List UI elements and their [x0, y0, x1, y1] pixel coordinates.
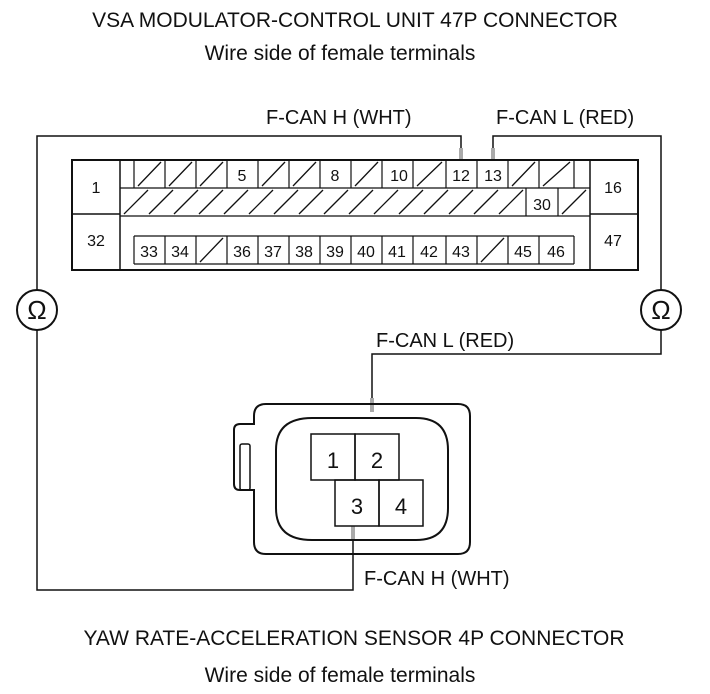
pin-label: 30: [533, 197, 551, 214]
pin-label: 8: [331, 168, 340, 185]
pin-label: 33: [140, 244, 158, 261]
pin-label: 5: [238, 168, 247, 185]
bottom-connector-subtitle: Wire side of female terminals: [205, 664, 476, 687]
pin-label: 16: [604, 180, 622, 197]
sensor-pin-4: 4: [395, 494, 407, 519]
pin-label: 37: [264, 244, 282, 261]
ohm-symbol-left: Ω: [27, 295, 46, 325]
ohm-symbol-right: Ω: [651, 295, 670, 325]
vsa-47p-connector: 1 5 8 10 12 13 16 30 32 33 34 36 37 38 3…: [71, 159, 639, 271]
pin-label: 38: [295, 244, 313, 261]
ohmmeter-left-icon: Ω: [16, 289, 58, 331]
top-connector-title: VSA MODULATOR-CONTROL UNIT 47P CONNECTOR: [92, 9, 618, 32]
sensor-pin-3: 3: [351, 494, 363, 519]
pin-label: 43: [452, 244, 470, 261]
wire-label-top-fcan-h: F-CAN H (WHT): [266, 107, 412, 129]
sensor-pin-1: 1: [327, 448, 339, 473]
pin-label: 10: [390, 168, 408, 185]
yaw-sensor-4p-connector: 1 2 3 4: [233, 403, 471, 555]
pin-label: 34: [171, 244, 189, 261]
bottom-connector-title: YAW RATE-ACCELERATION SENSOR 4P CONNECTO…: [83, 627, 624, 650]
pin-label: 47: [604, 233, 622, 250]
pin-label: 12: [452, 168, 470, 185]
pin-label: 45: [514, 244, 532, 261]
pin-label: 41: [388, 244, 406, 261]
wire-label-bottom-fcan-h: F-CAN H (WHT): [364, 568, 510, 590]
pin-label: 13: [484, 168, 502, 185]
pin-label: 39: [326, 244, 344, 261]
pin-label: 42: [420, 244, 438, 261]
pin-label: 36: [233, 244, 251, 261]
ohmmeter-right-icon: Ω: [640, 289, 682, 331]
sensor-pin-2: 2: [371, 448, 383, 473]
wire-label-top-fcan-l: F-CAN L (RED): [496, 107, 634, 129]
pin-label: 1: [92, 180, 101, 197]
pin-label: 46: [547, 244, 565, 261]
top-connector-subtitle: Wire side of female terminals: [205, 42, 476, 65]
pin-label: 40: [357, 244, 375, 261]
wire-label-bottom-fcan-l: F-CAN L (RED): [376, 330, 514, 352]
pin-label: 32: [87, 233, 105, 250]
